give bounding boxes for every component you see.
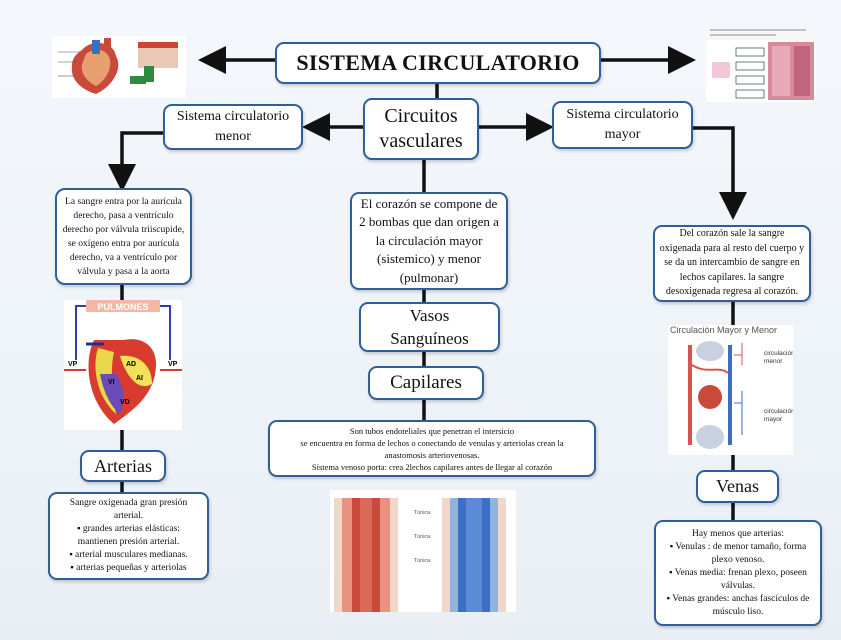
venas-desc-item-1: ▪ Venulas : de menor tamaño, forma plexo…: [669, 541, 807, 565]
right-description: Del corazón sale la sangre oxigenada par…: [653, 225, 811, 302]
vessel-label-media: Túnica: [414, 534, 431, 540]
capilares-node: Capilares: [368, 366, 484, 400]
center-node-label: Circuitos vasculares: [379, 105, 463, 152]
heart-lungs-diagram: PULMONES VP VP AD AI VD VI: [64, 300, 182, 430]
right-description-text: Del corazón sale la sangre oxigenada par…: [659, 228, 805, 298]
arterias-node: Arterias: [80, 450, 166, 482]
capilares-desc-line-4: Sistema venoso porta: crea 2lechos capil…: [311, 461, 553, 472]
venas-desc-item-3: ▪ Venas grandes: anchas fascículos de mú…: [666, 593, 810, 617]
capilares-description: Son tubos endoteliales que penetran el i…: [268, 420, 596, 477]
arterias-desc-item-2: ▪ arterial musculares medianas.: [69, 550, 188, 560]
center-node: Circuitos vasculares: [363, 98, 479, 160]
vessel-label-intima: Túnica: [414, 510, 431, 516]
center-description-text: El corazón se compone de 2 bombas que da…: [359, 195, 499, 285]
arterias-desc-item-3: ▪ arterias pequeñas y arteriolas: [70, 563, 187, 573]
vessel-label-adventicia: Túnica: [414, 558, 431, 564]
heart-label-vi: VI: [108, 379, 115, 386]
capilares-desc-line-3: anastomosis arteriovenosas.: [384, 449, 480, 460]
left-description-text: La sangre entra por la aurícula derecho,…: [62, 195, 185, 277]
left-description: La sangre entra por la aurícula derecho,…: [55, 188, 192, 285]
pulmones-label: PULMONES: [97, 302, 148, 312]
page-title: SISTEMA CIRCULATORIO: [296, 50, 580, 75]
heart-label-ad: AD: [126, 361, 136, 368]
vasos-label: Vasos Sanguíneos: [390, 306, 469, 348]
title-box: SISTEMA CIRCULATORIO: [275, 42, 601, 84]
venas-label: Venas: [716, 476, 759, 496]
heart-label-vp-right: VP: [168, 361, 178, 368]
venas-description: Hay menos que arterias: ▪ Venulas : de m…: [654, 520, 822, 626]
blood-vessel-layers-image: Túnica Túnica Túnica: [330, 490, 516, 612]
histology-image: [706, 26, 816, 102]
venas-desc-item-2: ▪ Venas media: frenan plexo, poseen válv…: [669, 567, 807, 591]
arrow-right-down: [693, 126, 747, 220]
arterias-desc-item-1: ▪ grandes arterias elásticas: mantienen …: [77, 524, 180, 547]
capilares-desc-line-2: se encuentra en forma de lechos o conect…: [300, 437, 564, 448]
circulation-title: Circulación Mayor y Menor: [670, 325, 777, 335]
venas-node: Venas: [696, 470, 779, 503]
heart-cross-section-image: [52, 36, 186, 98]
vasos-node: Vasos Sanguíneos: [359, 302, 500, 352]
capilares-label: Capilares: [390, 372, 462, 393]
arterias-description: Sangre oxigenada gran presión arterial. …: [48, 492, 209, 580]
right-branch-node: Sistema circulatorio mayor: [552, 101, 693, 149]
left-branch-label: Sistema circulatorio menor: [176, 109, 290, 144]
capilares-desc-line-1: Son tubos endoteliales que penetran el i…: [349, 425, 515, 436]
heart-label-vd: VD: [120, 399, 130, 406]
heart-label-ai: AI: [136, 375, 143, 382]
heart-label-vp-left: VP: [68, 361, 78, 368]
right-branch-label: Sistema circulatorio mayor: [566, 107, 679, 142]
center-description: El corazón se compone de 2 bombas que da…: [350, 192, 508, 290]
arterias-label: Arterias: [94, 455, 152, 476]
venas-desc-intro: Hay menos que arterias:: [691, 528, 785, 539]
left-branch-node: Sistema circulatorio menor: [163, 104, 303, 150]
arterias-desc-intro: Sangre oxigenada gran presión arterial.: [69, 498, 188, 521]
arrow-left-down: [108, 131, 163, 192]
